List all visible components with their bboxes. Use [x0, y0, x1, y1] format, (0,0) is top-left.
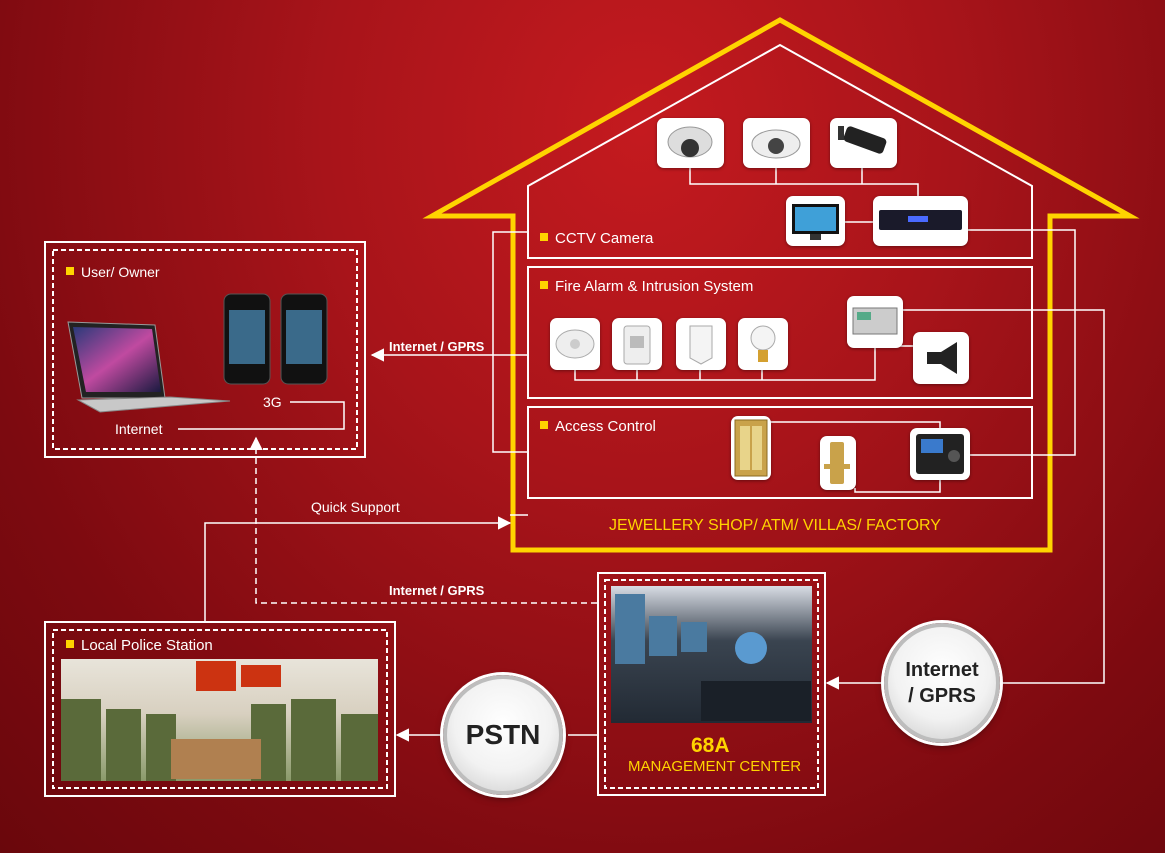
bulb-sensor-icon — [738, 318, 788, 370]
wiring — [492, 166, 1105, 684]
dome-camera-icon — [657, 118, 724, 168]
management-box-inner — [604, 579, 819, 789]
smartphone-icon — [223, 293, 271, 385]
label-quick-support: Quick Support — [311, 499, 400, 515]
internet-node-line2: / GPRS — [908, 685, 976, 707]
dvr-recorder-icon — [873, 196, 968, 246]
internet-gprs-node: Internet / GPRS — [884, 623, 1000, 743]
access-section-label: Access Control — [540, 419, 656, 434]
label-internet-gprs-top: Internet / GPRS — [389, 339, 485, 354]
management-code: 68A — [691, 734, 730, 757]
alarm-panel-icon — [847, 296, 903, 348]
fire-label-text: Fire Alarm & Intrusion System — [555, 278, 754, 295]
siren-horn-icon — [913, 332, 969, 384]
monitor-icon — [786, 196, 845, 246]
cctv-label-text: CCTV Camera — [555, 230, 654, 247]
user-box-title: User/ Owner — [66, 265, 160, 279]
arrow-management-to-user — [249, 436, 597, 604]
label-internet: Internet — [115, 421, 163, 437]
user-title-text: User/ Owner — [81, 264, 160, 280]
user-box-outer — [44, 241, 366, 458]
door-lock-icon — [820, 436, 856, 490]
label-internet-gprs-mid: Internet / GPRS — [389, 583, 485, 598]
fire-section-frame — [527, 266, 1033, 399]
police-box-title: Local Police Station — [66, 638, 213, 653]
management-name: MANAGEMENT CENTER — [628, 758, 802, 775]
motion-sensor-icon — [676, 318, 726, 370]
safe-door-icon — [731, 416, 771, 480]
police-title-text: Local Police Station — [81, 637, 213, 654]
house-roof-white — [527, 43, 1033, 259]
user-box-inner — [52, 249, 358, 450]
internet-node-line1: Internet — [905, 659, 979, 681]
cctv-section-label: CCTV Camera — [540, 231, 653, 246]
label-3g: 3G — [263, 394, 282, 410]
arrow-quick-support — [204, 516, 512, 622]
police-box-outer — [44, 621, 396, 797]
laptop-icon — [67, 321, 231, 413]
fire-section-label: Fire Alarm & Intrusion System — [540, 279, 753, 294]
pstn-node: PSTN — [443, 675, 563, 795]
bullet-square-icon — [540, 233, 548, 241]
pstn-label: PSTN — [465, 719, 541, 750]
management-box-outer — [597, 572, 826, 796]
police-station-photo — [61, 659, 378, 781]
bullet-camera-icon — [830, 118, 897, 168]
smoke-detector-icon — [550, 318, 600, 370]
smartphone-icon — [280, 293, 328, 385]
police-box-inner — [52, 629, 388, 789]
access-label-text: Access Control — [555, 418, 656, 435]
management-center-photo — [611, 586, 812, 723]
bullet-square-icon — [66, 267, 74, 275]
bullet-square-icon — [540, 281, 548, 289]
bullet-square-icon — [540, 421, 548, 429]
heat-detector-icon — [612, 318, 662, 370]
home-footer-label: JEWELLERY SHOP/ ATM/ VILLAS/ FACTORY — [609, 517, 941, 534]
dome-camera-icon — [743, 118, 810, 168]
fingerprint-reader-icon — [910, 428, 970, 480]
bullet-square-icon — [66, 640, 74, 648]
house-roof-yellow — [422, 17, 1140, 553]
